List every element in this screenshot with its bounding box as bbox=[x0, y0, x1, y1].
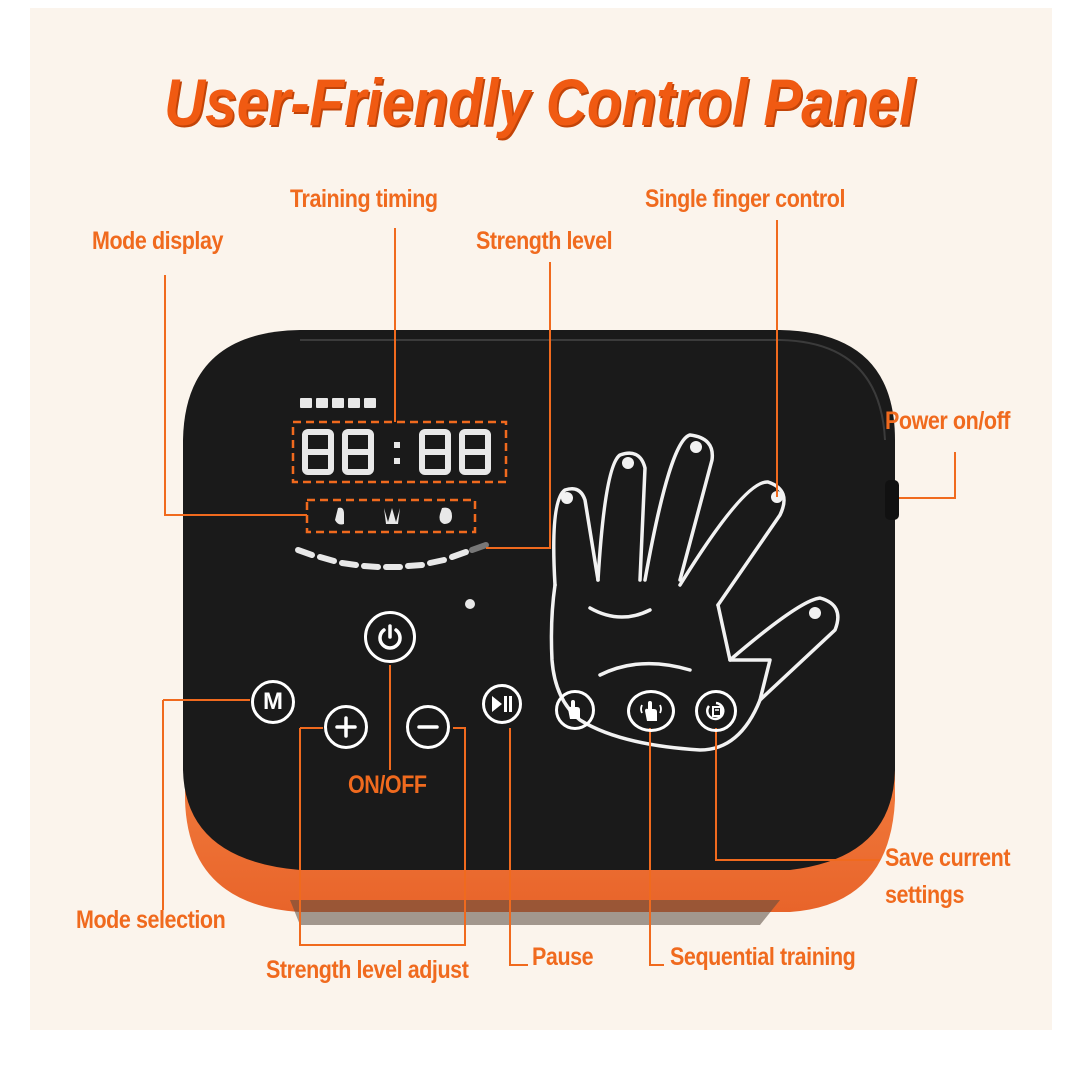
device-base-shadow bbox=[290, 900, 780, 925]
label-save-current-1: Save current bbox=[885, 844, 1011, 872]
mode-button[interactable]: M bbox=[251, 680, 295, 724]
device-top-highlight bbox=[300, 339, 886, 441]
label-strength-level-adjust: Strength level adjust bbox=[266, 956, 469, 984]
label-save-current-2: settings bbox=[885, 881, 964, 909]
power-icon bbox=[378, 624, 402, 650]
strength-minus-button[interactable] bbox=[406, 705, 450, 749]
timer-display-outline bbox=[291, 420, 508, 484]
strength-plus-button[interactable] bbox=[324, 705, 368, 749]
sequential-training-button[interactable] bbox=[627, 690, 675, 732]
single-finger-button[interactable] bbox=[555, 690, 595, 730]
mode-display-icons bbox=[335, 507, 452, 525]
side-power-knob bbox=[885, 480, 899, 520]
play-pause-icon bbox=[492, 696, 512, 712]
timer-colon bbox=[394, 442, 400, 464]
power-button[interactable] bbox=[364, 611, 416, 663]
device-top bbox=[183, 330, 895, 870]
callout-lines bbox=[162, 220, 956, 966]
label-mode-selection: Mode selection bbox=[76, 906, 226, 934]
hand-icon bbox=[568, 700, 580, 719]
hand-outline bbox=[549, 433, 840, 752]
strength-level-bar bbox=[295, 542, 489, 570]
battery-indicator bbox=[300, 398, 376, 408]
indicator-led bbox=[465, 599, 475, 609]
save-settings-button[interactable] bbox=[695, 690, 737, 732]
label-training-timing: Training timing bbox=[290, 185, 438, 213]
plus-icon bbox=[335, 716, 357, 738]
timer-digits bbox=[302, 429, 491, 475]
label-pause: Pause bbox=[532, 943, 594, 971]
page-title: User-Friendly Control Panel bbox=[164, 65, 915, 139]
label-power-onoff: Power on/off bbox=[885, 407, 1011, 435]
minus-icon bbox=[417, 725, 439, 729]
save-icon bbox=[706, 701, 725, 721]
label-strength-level: Strength level bbox=[476, 227, 613, 255]
mode-button-label: M bbox=[263, 688, 283, 715]
label-mode-display: Mode display bbox=[92, 227, 224, 255]
label-onoff: ON/OFF bbox=[348, 771, 427, 799]
pause-button[interactable] bbox=[482, 684, 522, 724]
wave-hand-icon bbox=[640, 701, 662, 721]
label-single-finger-control: Single finger control bbox=[645, 185, 846, 213]
label-sequential-training: Sequential training bbox=[670, 943, 856, 971]
